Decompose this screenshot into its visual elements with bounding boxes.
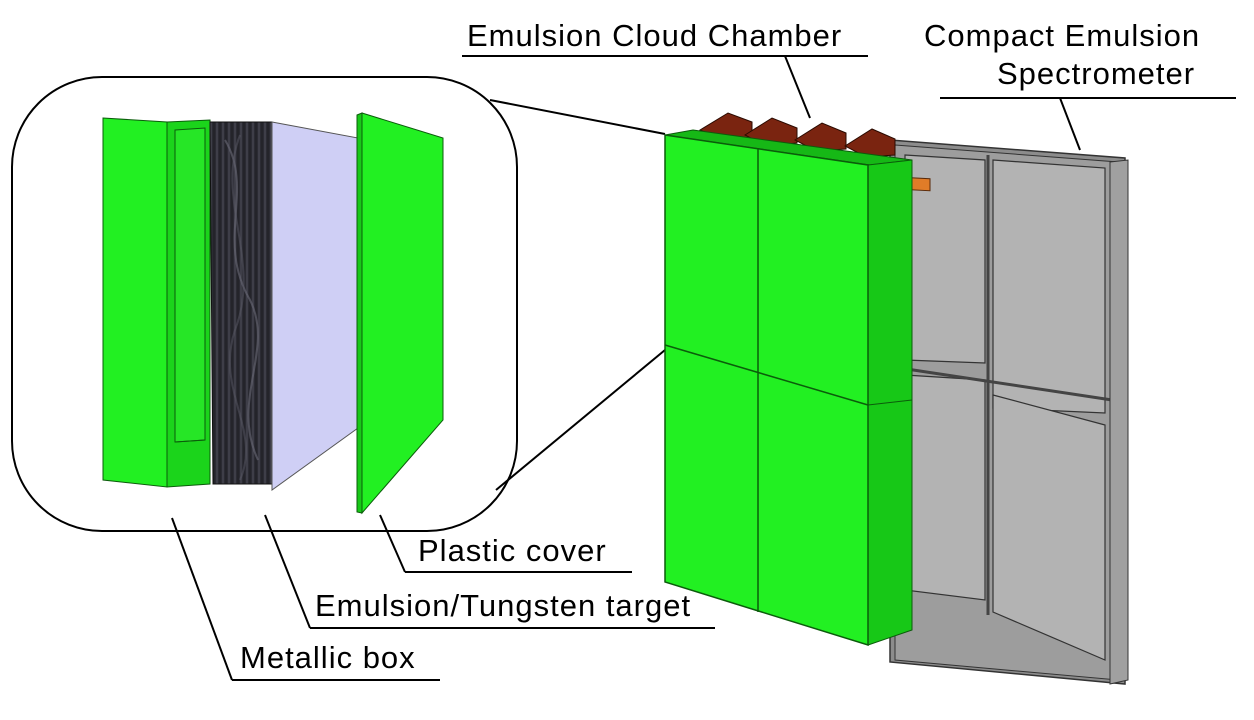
emulsion-tungsten-target: [209, 121, 359, 491]
ecc-pointer: [784, 55, 811, 119]
emulsion-cloud-chamber-wall: [664, 129, 913, 647]
zoom-callout-frame: [11, 76, 518, 532]
plastic-cover-pointer: [379, 514, 406, 573]
plastic-cover: [356, 112, 444, 515]
compact-emulsion-spectrometer: [889, 139, 1129, 685]
ces-pointer: [1059, 97, 1081, 151]
label-spectrometer: Spectrometer: [997, 56, 1195, 91]
metallic-box-pointer: [171, 517, 233, 681]
label-plastic-cover: Plastic cover: [418, 533, 607, 568]
label-emulsion-tungsten-target: Emulsion/Tungsten target: [315, 588, 691, 623]
zoom-leader-top: [489, 99, 666, 135]
metallic-box: [102, 117, 211, 488]
label-metallic-box: Metallic box: [240, 640, 416, 675]
zoom-leader-bottom: [495, 349, 666, 491]
target-pointer: [264, 514, 311, 629]
label-compact-emulsion: Compact Emulsion: [924, 18, 1200, 53]
label-emulsion-cloud-chamber: Emulsion Cloud Chamber: [467, 18, 842, 53]
